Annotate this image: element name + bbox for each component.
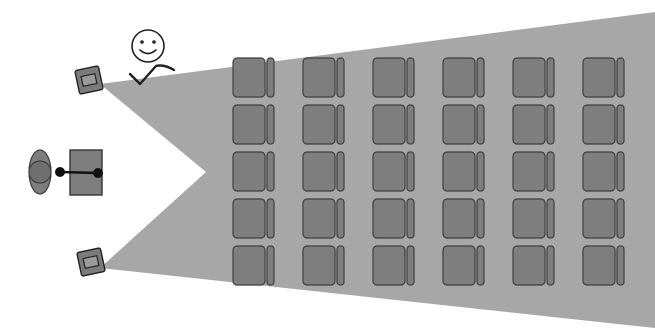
seat xyxy=(582,198,625,239)
seat xyxy=(582,57,625,98)
seat xyxy=(442,198,485,239)
seat xyxy=(302,104,345,145)
seat xyxy=(512,245,555,286)
seat xyxy=(302,245,345,286)
seat xyxy=(582,151,625,192)
seat xyxy=(232,104,275,145)
seat xyxy=(372,198,415,239)
seat xyxy=(512,198,555,239)
seat xyxy=(442,104,485,145)
seat xyxy=(582,104,625,145)
smiley-icon xyxy=(131,29,165,63)
seat xyxy=(442,57,485,98)
presenter-figure xyxy=(28,149,103,196)
seat xyxy=(512,104,555,145)
seat xyxy=(232,151,275,192)
seat xyxy=(372,151,415,192)
seat xyxy=(582,245,625,286)
seat xyxy=(372,57,415,98)
checkmark-icon xyxy=(128,64,176,86)
speaker-icon xyxy=(74,65,104,95)
microphone-icon xyxy=(59,170,99,175)
seat xyxy=(302,57,345,98)
seat xyxy=(302,151,345,192)
seat xyxy=(512,151,555,192)
seat xyxy=(232,57,275,98)
seat xyxy=(232,198,275,239)
seat xyxy=(442,245,485,286)
seat xyxy=(372,245,415,286)
seat xyxy=(302,198,345,239)
seat xyxy=(512,57,555,98)
speakers-group xyxy=(74,65,106,277)
speaker-icon xyxy=(76,247,106,277)
seating-grid xyxy=(232,57,625,286)
seat xyxy=(232,245,275,286)
seat xyxy=(442,151,485,192)
seat xyxy=(372,104,415,145)
